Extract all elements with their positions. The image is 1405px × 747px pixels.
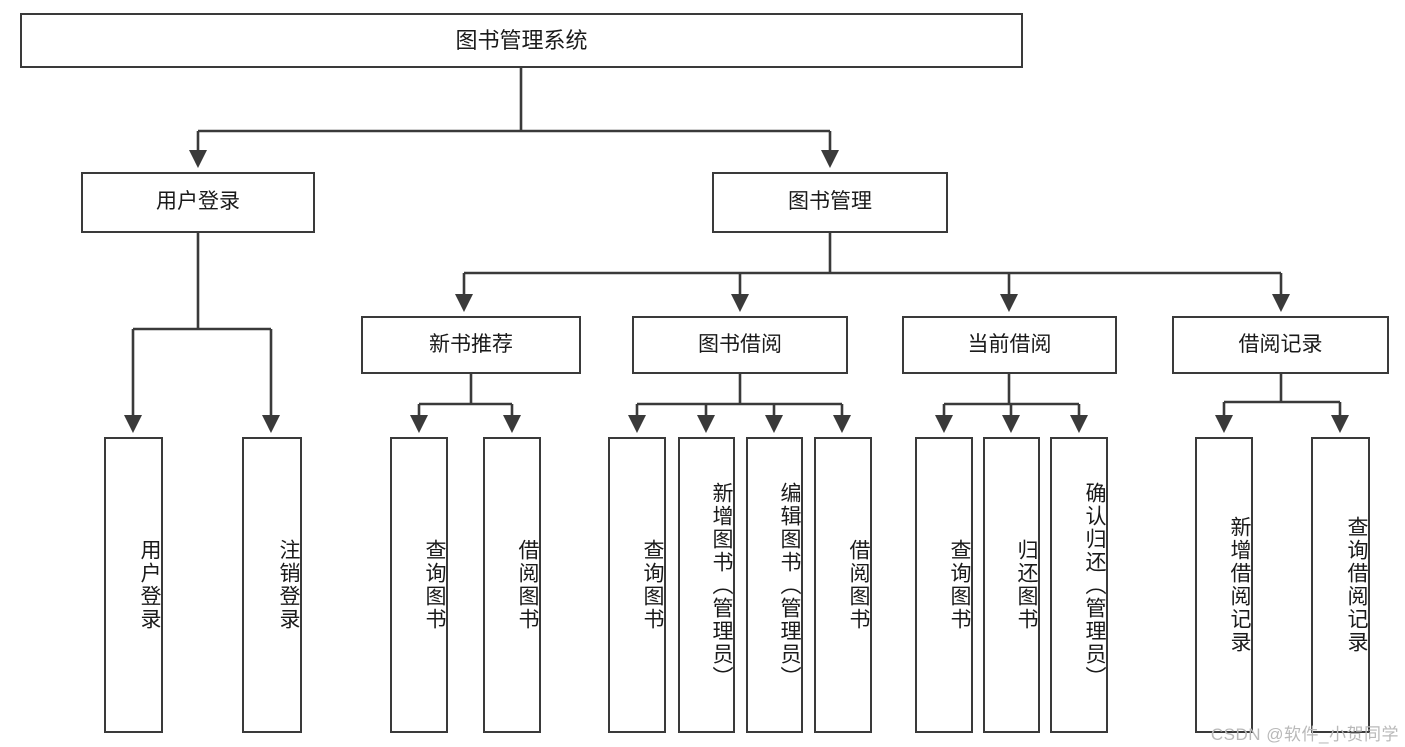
node-book-borrow[interactable]: 图书借阅 [632,316,848,374]
node-leaf-query-book-3-label: 查询图书 [948,539,971,631]
node-borrow-record[interactable]: 借阅记录 [1172,316,1389,374]
node-leaf-return-book-label: 归还图书 [1015,539,1038,631]
node-leaf-query-book-1-label: 查询图书 [423,539,446,631]
node-new-book-rec-label: 新书推荐 [429,332,513,356]
node-user-login-label: 用户登录 [156,190,240,214]
node-book-borrow-label: 图书借阅 [698,332,782,356]
node-leaf-logout-label: 注销登录 [277,539,300,631]
node-leaf-query-book-3[interactable]: 查询图书 [915,437,973,733]
node-leaf-logout[interactable]: 注销登录 [242,437,302,733]
node-leaf-edit-book-label: 编辑图书（管理员） [778,481,801,689]
node-leaf-query-book-2[interactable]: 查询图书 [608,437,666,733]
node-leaf-borrow-book-1-label: 借阅图书 [516,539,539,631]
node-leaf-borrow-book-1[interactable]: 借阅图书 [483,437,541,733]
node-borrow-record-label: 借阅记录 [1238,332,1323,356]
node-current-borrow-label: 当前借阅 [967,332,1052,356]
node-leaf-borrow-book-2-label: 借阅图书 [847,539,870,631]
node-leaf-confirm-return-label: 确认归还（管理员） [1083,481,1106,689]
node-leaf-confirm-return[interactable]: 确认归还（管理员） [1050,437,1108,733]
node-leaf-add-record-label: 新增借阅记录 [1228,516,1251,654]
node-book-manage-label: 图书管理 [788,190,872,214]
node-root-label: 图书管理系统 [455,27,588,53]
node-current-borrow[interactable]: 当前借阅 [902,316,1117,374]
node-leaf-add-book[interactable]: 新增图书（管理员） [678,437,735,733]
node-book-manage[interactable]: 图书管理 [712,172,948,233]
node-leaf-edit-book[interactable]: 编辑图书（管理员） [746,437,803,733]
watermark: CSDN @软件_小贺同学 [1210,725,1399,744]
node-leaf-query-record-label: 查询借阅记录 [1345,516,1368,654]
node-leaf-add-record[interactable]: 新增借阅记录 [1195,437,1253,733]
node-leaf-borrow-book-2[interactable]: 借阅图书 [814,437,872,733]
node-leaf-query-record[interactable]: 查询借阅记录 [1311,437,1370,733]
node-leaf-user-login[interactable]: 用户登录 [104,437,163,733]
node-new-book-rec[interactable]: 新书推荐 [361,316,581,374]
node-leaf-query-book-1[interactable]: 查询图书 [390,437,448,733]
node-leaf-user-login-label: 用户登录 [138,539,161,631]
node-leaf-return-book[interactable]: 归还图书 [983,437,1040,733]
node-root[interactable]: 图书管理系统 [20,13,1023,68]
node-user-login[interactable]: 用户登录 [81,172,315,233]
node-leaf-query-book-2-label: 查询图书 [641,539,664,631]
node-leaf-add-book-label: 新增图书（管理员） [710,481,733,689]
